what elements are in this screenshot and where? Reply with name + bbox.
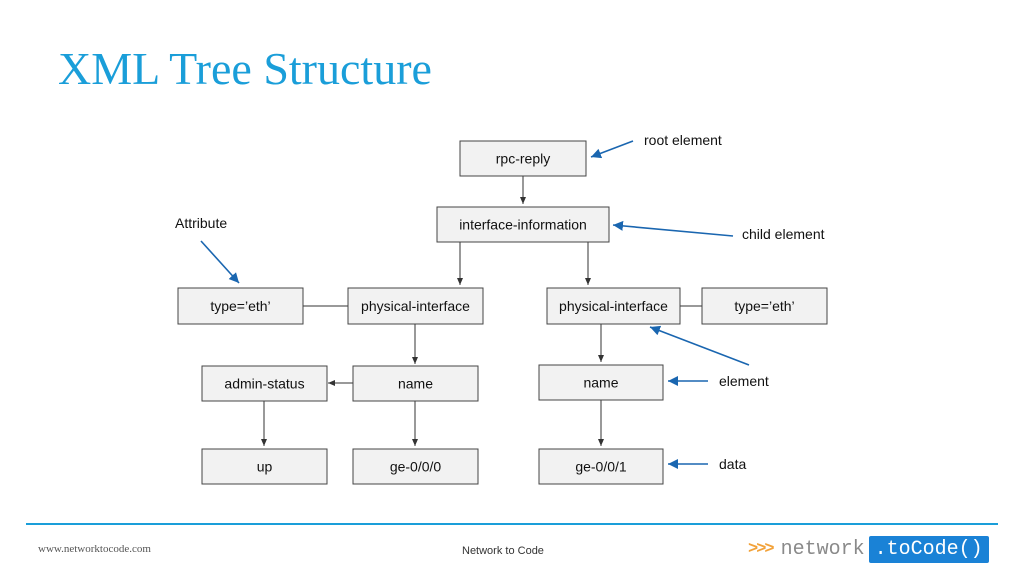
node-physical-interface-2-label: physical-interface [559, 298, 668, 314]
node-up: up [201, 448, 328, 485]
annotation-callouts: root element child element Attribute ele… [175, 132, 825, 472]
node-physical-interface-1-label: physical-interface [361, 298, 470, 314]
node-interface-information: interface-information [436, 206, 610, 243]
node-interface-information-label: interface-information [459, 217, 587, 233]
callout-root-label: root element [644, 132, 722, 148]
node-type-eth-1-label: type=’eth’ [210, 298, 270, 314]
node-admin-status: admin-status [201, 365, 328, 402]
node-name-2: name [538, 364, 664, 401]
callout-element-label: element [719, 373, 769, 389]
node-ge-0-0-1: ge-0/0/1 [538, 448, 664, 485]
node-rpc-reply: rpc-reply [459, 140, 587, 177]
footer-center-text: Network to Code [462, 545, 544, 557]
callout-data-label: data [719, 456, 746, 472]
node-type-eth-2: type=’eth’ [701, 287, 828, 325]
logo-word: network [780, 537, 865, 561]
callout-element-diagonal-arrow [649, 325, 750, 366]
node-name-2-label: name [583, 375, 618, 391]
node-ge-0-0-0: ge-0/0/0 [352, 448, 479, 485]
callout-root-arrow [590, 140, 634, 159]
node-rpc-reply-label: rpc-reply [496, 151, 550, 167]
node-name-1: name [352, 365, 479, 402]
node-type-eth-1: type=’eth’ [177, 287, 304, 325]
logo-box: .toCode() [868, 535, 989, 563]
callout-attribute-label: Attribute [175, 215, 227, 231]
tree-connectors [261, 176, 702, 446]
node-ge-0-0-0-label: ge-0/0/0 [390, 459, 442, 475]
node-name-1-label: name [398, 376, 433, 392]
footer-divider [26, 523, 998, 525]
callout-child-arrow [612, 220, 734, 237]
node-admin-status-label: admin-status [224, 376, 304, 392]
callout-child-label: child element [742, 226, 825, 242]
node-type-eth-2-label: type=’eth’ [734, 298, 794, 314]
footer-website: www.networktocode.com [38, 543, 151, 555]
callout-attribute-arrow [200, 240, 240, 284]
node-up-label: up [257, 459, 273, 475]
node-ge-0-0-1-label: ge-0/0/1 [575, 459, 627, 475]
node-physical-interface-1: physical-interface [347, 287, 484, 325]
chevrons-icon: >>> [748, 539, 775, 559]
node-physical-interface-2: physical-interface [546, 287, 681, 325]
page-title: XML Tree Structure [58, 43, 432, 94]
network-to-code-logo: >>> network .toCode() [748, 533, 989, 565]
